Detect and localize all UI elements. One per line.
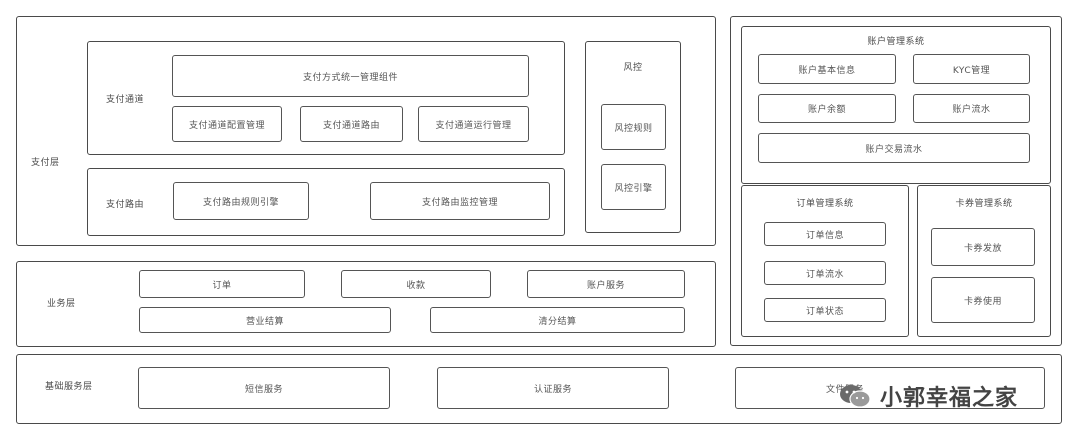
route-monitor-box: 支付路由监控管理 bbox=[370, 182, 550, 220]
receipt-box: 收款 bbox=[341, 270, 491, 298]
order-system: 订单管理系统 订单信息 订单流水 订单状态 bbox=[741, 185, 909, 337]
risk-rule-box: 风控规则 bbox=[601, 104, 666, 150]
risk-engine-box: 风控引擎 bbox=[601, 164, 666, 210]
risk-group: 风控 风控规则 风控引擎 bbox=[585, 41, 681, 233]
business-settlement-box: 营业结算 bbox=[139, 307, 391, 333]
order-system-title: 订单管理系统 bbox=[796, 199, 854, 209]
channel-group-label: 支付通道 bbox=[106, 95, 145, 105]
card-issue-box: 卡券发放 bbox=[931, 228, 1035, 266]
account-trade-flow-box: 账户交易流水 bbox=[758, 133, 1030, 163]
risk-group-title: 风控 bbox=[623, 63, 643, 73]
card-system-title: 卡券管理系统 bbox=[955, 199, 1013, 209]
account-basic-box: 账户基本信息 bbox=[758, 54, 896, 84]
order-status-box: 订单状态 bbox=[764, 298, 886, 322]
order-info-box: 订单信息 bbox=[764, 222, 886, 246]
base-service-layer-label: 基础服务层 bbox=[45, 382, 93, 392]
account-flow-box: 账户流水 bbox=[913, 94, 1030, 123]
channel-unified-component: 支付方式统一管理组件 bbox=[172, 55, 529, 97]
route-engine-box: 支付路由规则引擎 bbox=[173, 182, 309, 220]
account-service-box: 账户服务 bbox=[527, 270, 685, 298]
kyc-box: KYC管理 bbox=[913, 54, 1030, 84]
auth-service-box: 认证服务 bbox=[437, 367, 669, 409]
business-layer: 业务层 订单 收款 账户服务 营业结算 清分结算 bbox=[16, 261, 716, 347]
file-service-box: 文件服务 bbox=[735, 367, 1045, 409]
card-system: 卡券管理系统 卡券发放 卡券使用 bbox=[917, 185, 1051, 337]
channel-group: 支付通道 支付方式统一管理组件 支付通道配置管理 支付通道路由 支付通道运行管理 bbox=[87, 41, 565, 155]
order-flow-box: 订单流水 bbox=[764, 261, 886, 285]
payment-layer-label: 支付层 bbox=[31, 158, 60, 168]
channel-config-box: 支付通道配置管理 bbox=[172, 106, 282, 142]
watermark-text: 小郭幸福之家 bbox=[880, 386, 1019, 411]
wechat-logo-icon bbox=[840, 385, 871, 408]
account-system-title: 账户管理系统 bbox=[867, 37, 925, 47]
route-group-label: 支付路由 bbox=[106, 200, 145, 210]
watermark: 小郭幸福之家 bbox=[838, 380, 1018, 412]
sms-service-box: 短信服务 bbox=[138, 367, 390, 409]
card-use-box: 卡券使用 bbox=[931, 277, 1035, 323]
order-box: 订单 bbox=[139, 270, 305, 298]
channel-ops-box: 支付通道运行管理 bbox=[418, 106, 529, 142]
account-system: 账户管理系统 账户基本信息 KYC管理 账户余额 账户流水 账户交易流水 bbox=[741, 26, 1051, 184]
route-group: 支付路由 支付路由规则引擎 支付路由监控管理 bbox=[87, 168, 565, 236]
payment-layer: 支付层 支付通道 支付方式统一管理组件 支付通道配置管理 支付通道路由 支付通道… bbox=[16, 16, 716, 246]
systems-panel: 账户管理系统 账户基本信息 KYC管理 账户余额 账户流水 账户交易流水 订单管… bbox=[730, 16, 1062, 346]
base-service-layer: 基础服务层 短信服务 认证服务 文件服务 bbox=[16, 354, 1062, 424]
account-balance-box: 账户余额 bbox=[758, 94, 896, 123]
clearing-settlement-box: 清分结算 bbox=[430, 307, 685, 333]
channel-route-box: 支付通道路由 bbox=[300, 106, 403, 142]
business-layer-label: 业务层 bbox=[47, 299, 76, 309]
